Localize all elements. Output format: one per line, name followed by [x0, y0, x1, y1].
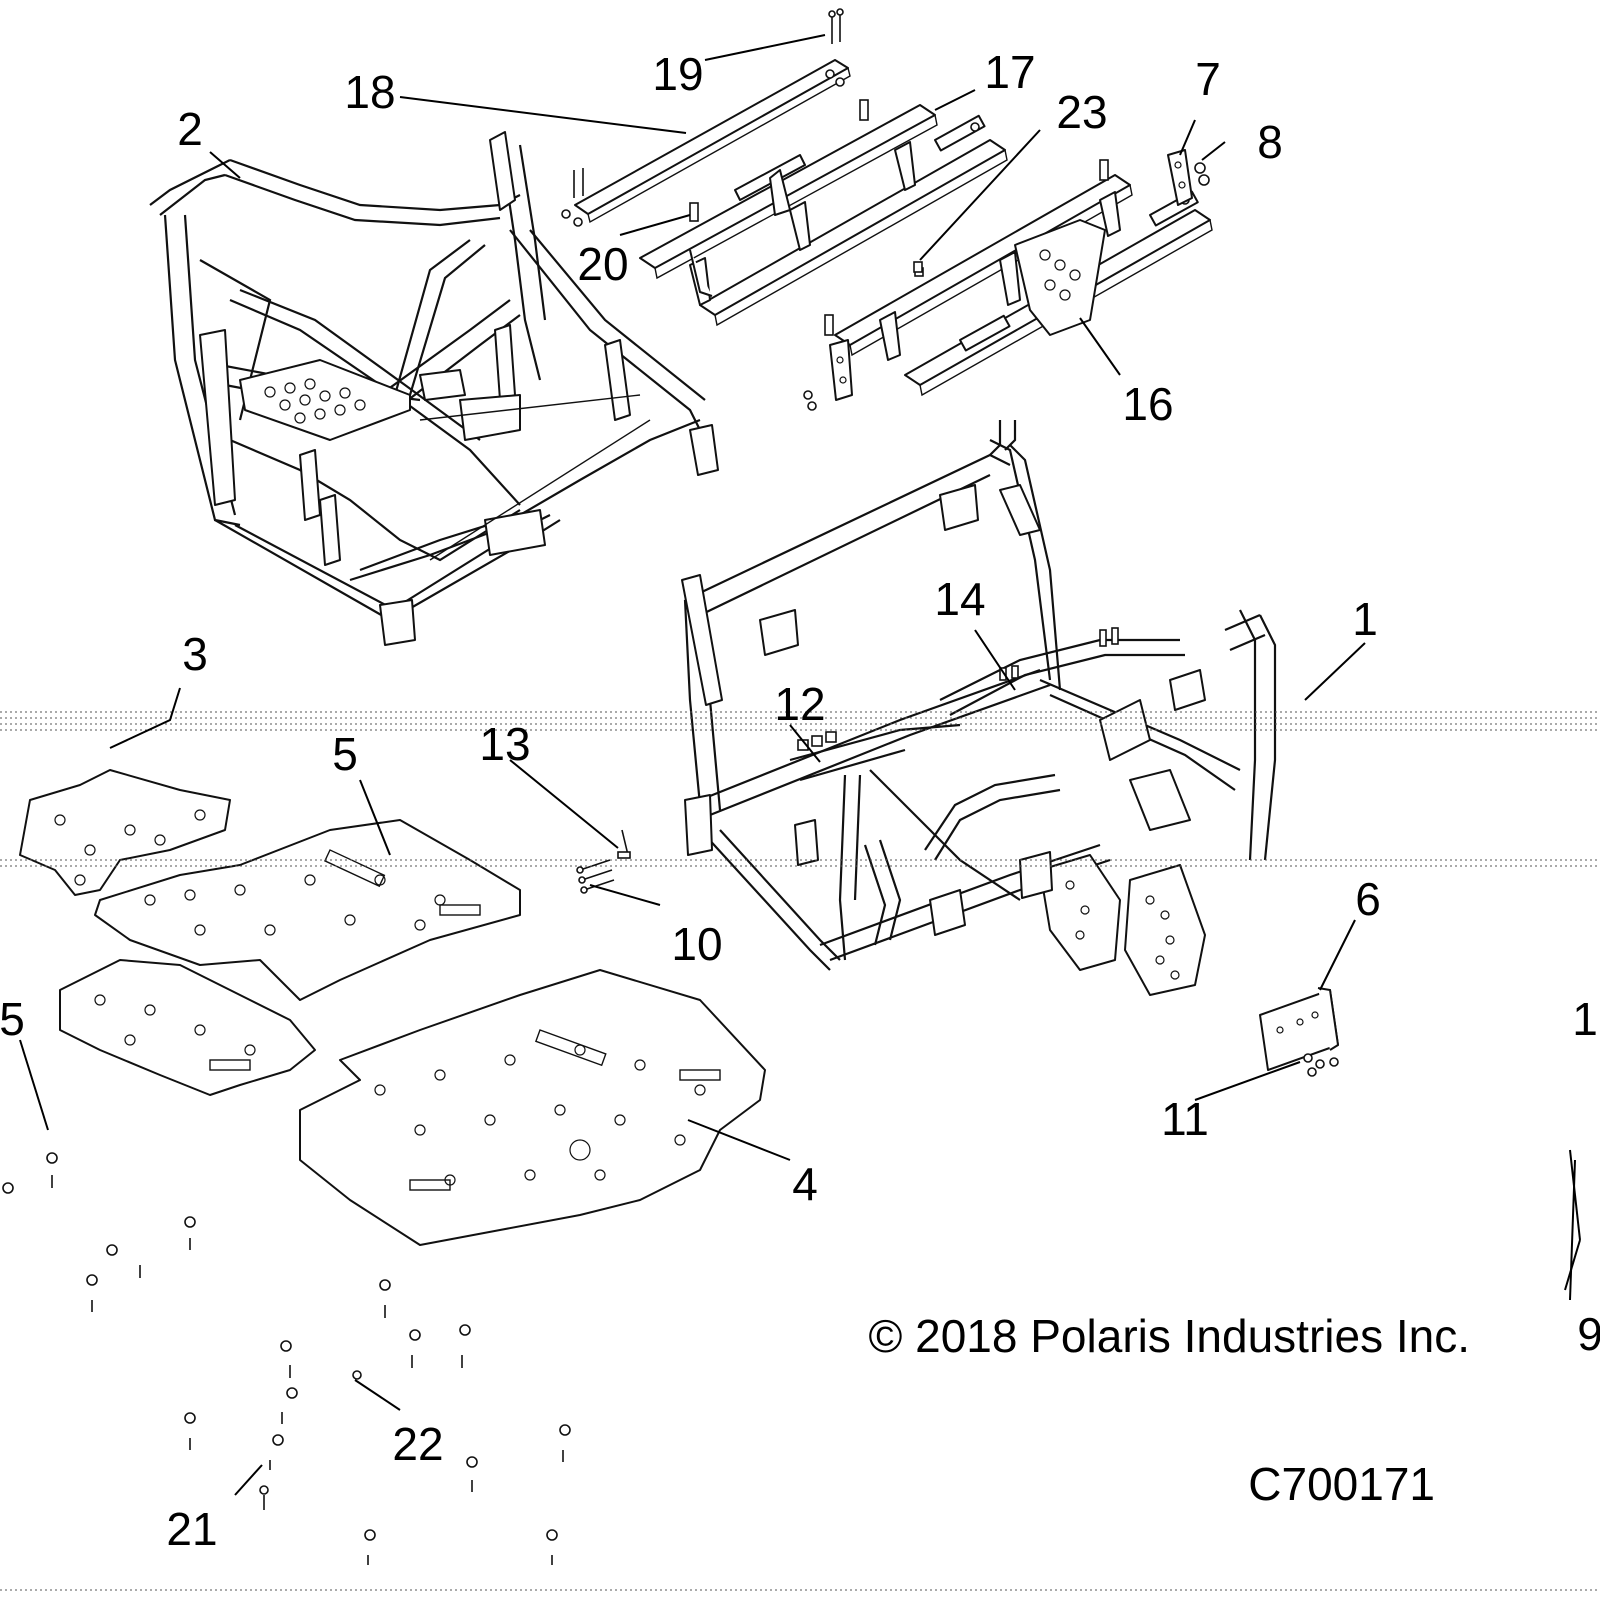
callout-9: 9 — [1577, 1308, 1600, 1360]
callout-6: 6 — [1355, 873, 1381, 925]
bracket-part-6 — [1259, 987, 1339, 1071]
callout-16: 16 — [1122, 378, 1173, 430]
callout-14: 14 — [934, 573, 985, 625]
rail-assembly-part-16 — [824, 159, 1213, 397]
callout-17: 17 — [984, 46, 1035, 98]
callout-11: 11 — [1161, 1093, 1209, 1145]
hardware-part-11 — [1303, 1053, 1339, 1077]
callout-19: 19 — [652, 48, 703, 100]
callout-3: 3 — [182, 628, 208, 680]
skid-plate-part-5b — [59, 959, 316, 1096]
rail-assembly-part-17 — [639, 99, 1008, 327]
callout-5-upper: 5 — [332, 728, 358, 780]
nut-part-23 — [913, 261, 923, 273]
skid-plate-part-3 — [19, 769, 231, 896]
callout-12: 12 — [774, 678, 825, 730]
rail-part-18 — [561, 59, 851, 227]
bracket-part-7 — [1167, 149, 1193, 206]
callout-20: 20 — [577, 238, 628, 290]
fasteners-part-21 — [2, 1152, 298, 1510]
callout-10: 10 — [671, 918, 722, 970]
callout-23: 23 — [1056, 86, 1107, 138]
callout-21: 21 — [166, 1503, 217, 1555]
bolt-part-10 — [576, 859, 615, 894]
cutoff-part-9 — [1569, 1149, 1581, 1241]
fasteners-part-22 — [352, 1279, 571, 1565]
callout-8: 8 — [1257, 116, 1283, 168]
hardware-part-8 — [1194, 162, 1210, 186]
callout-labels: 1 2 3 4 5 5 6 7 8 9 10 11 12 13 14 16 17… — [0, 46, 1600, 1555]
callout-5-left: 5 — [0, 993, 25, 1045]
callout-7: 7 — [1195, 53, 1221, 105]
leader-lines — [19, 34, 1581, 1496]
skid-plate-part-5 — [94, 819, 521, 1001]
bracket-left — [803, 339, 853, 411]
bolt-part-13 — [617, 829, 631, 859]
callout-1-right: 1 — [1572, 993, 1598, 1045]
callout-4: 4 — [792, 1158, 818, 1210]
bolt-part-19 — [828, 8, 844, 44]
rear-frame-part-2 — [149, 131, 719, 646]
skid-holes — [1065, 880, 1180, 980]
bracket-holes — [1039, 249, 1081, 301]
callout-1: 1 — [1352, 593, 1378, 645]
drawing-number: C700171 — [1248, 1458, 1435, 1510]
callout-18: 18 — [344, 66, 395, 118]
callout-13: 13 — [479, 718, 530, 770]
callout-22: 22 — [392, 1418, 443, 1470]
copyright-text: © 2018 Polaris Industries Inc. — [868, 1310, 1470, 1362]
scan-artifact-lines — [0, 711, 1600, 1591]
skid-plate-part-4 — [299, 969, 766, 1246]
floor-plate-holes — [264, 378, 366, 424]
callout-2: 2 — [177, 103, 203, 155]
main-frame-part-1 — [681, 420, 1277, 996]
